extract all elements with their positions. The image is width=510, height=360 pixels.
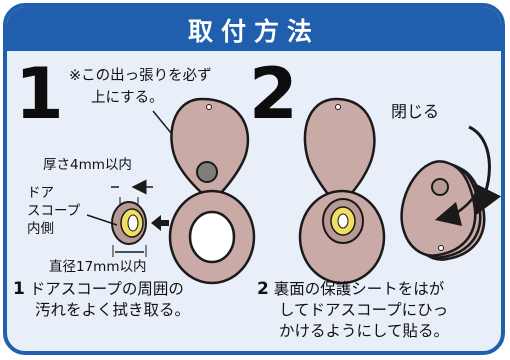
title-bar: 取付方法 (7, 7, 501, 51)
diameter-label: 直径17mm以内 (49, 259, 147, 275)
door-scope (111, 201, 147, 245)
step-2-number: 2 (249, 53, 298, 135)
close-direction-arrow (434, 193, 478, 227)
push-arrow-icon (151, 215, 169, 231)
step-2-instruction-text-1: 裏面の保護シートをはが (273, 280, 445, 298)
step-2-instruction-line1: 2 裏面の保護シートをはが (257, 279, 444, 299)
step-1-instruction-line2: 汚れをよく拭き取る。 (35, 301, 191, 319)
step-1-instruction-text-1: ドアスコープの周囲の (29, 280, 184, 298)
step-1-instruction-line1: 1 ドアスコープの周囲の (13, 279, 184, 299)
peephole-cover-open (168, 97, 256, 285)
step-2-instruction-number: 2 (257, 279, 269, 299)
step-2-instruction-line2: してドアスコープにひっ (279, 301, 449, 319)
door-label-line2: スコープ (27, 203, 81, 219)
step-1-number: 1 (15, 53, 64, 135)
page-title: 取付方法 (187, 17, 320, 46)
door-label-line3: 内側 (27, 221, 54, 237)
close-label: 閉じる (391, 102, 440, 121)
step-1-note-line1: ※この出っ張りを必ず (69, 68, 212, 84)
close-arrow-icon (468, 125, 501, 217)
door-label-pointer (86, 214, 118, 226)
step-1-note-line2: 上にする。 (91, 90, 164, 106)
step-2-instruction-line3: かけるようにして貼る。 (279, 322, 450, 340)
step-1-instruction-number: 1 (13, 279, 25, 299)
installation-illustration (86, 97, 501, 285)
instruction-card: 取付方法 (3, 3, 505, 355)
peephole-cover-closed (400, 160, 486, 261)
peephole-cover-attached (298, 97, 386, 285)
door-label-line1: ドア (27, 185, 54, 201)
thickness-label: 厚さ4mm以内 (43, 157, 132, 173)
